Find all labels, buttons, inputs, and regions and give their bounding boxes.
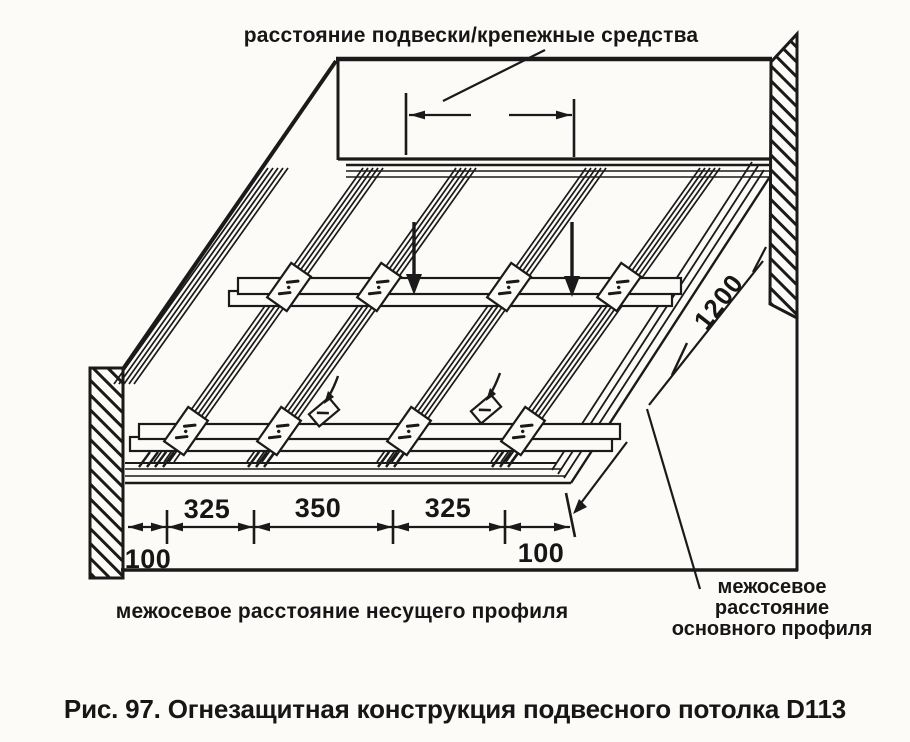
right-label-line1: межосевое bbox=[717, 576, 827, 598]
top-label: расстояние подвески/крепежные средства bbox=[243, 24, 699, 47]
right-leader-line bbox=[645, 408, 702, 590]
bottom-dim-arrowheads bbox=[128, 522, 569, 532]
dim-span3: 325 bbox=[424, 493, 472, 523]
left-wall-hatch bbox=[88, 366, 125, 580]
cross-connectors bbox=[162, 261, 643, 457]
dim-span1: 325 bbox=[183, 494, 231, 524]
right-label-line2: расстояние bbox=[714, 597, 830, 619]
profile-feet bbox=[138, 451, 520, 468]
hanger-arrows bbox=[406, 222, 580, 297]
top-leader-line bbox=[442, 49, 546, 102]
right-label-line3: основного профиля bbox=[671, 618, 873, 640]
clip-install-detail bbox=[307, 372, 503, 429]
dim-1200-line bbox=[648, 260, 764, 406]
figure-caption: Рис. 97. Огнезащитная конструкция подвес… bbox=[63, 694, 847, 724]
top-dim-arrowheads bbox=[410, 110, 571, 120]
dim-span2: 350 bbox=[294, 493, 342, 523]
corner-pointer-line bbox=[577, 441, 628, 508]
right-wall-hatch bbox=[768, 30, 799, 321]
dimension-lines bbox=[128, 49, 767, 590]
dim-offset-left: 100 bbox=[124, 544, 172, 574]
corner-tick bbox=[564, 492, 577, 538]
room-outline bbox=[88, 30, 799, 580]
dim-offset-right: 100 bbox=[517, 538, 565, 568]
bottom-label: межосевое расстояние несущего профиля bbox=[115, 600, 569, 623]
